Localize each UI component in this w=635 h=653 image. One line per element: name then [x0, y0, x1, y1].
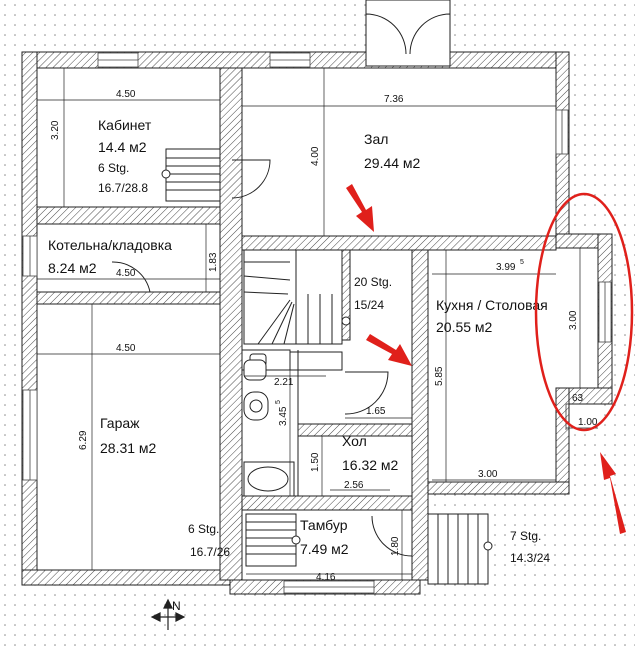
- room-area-kuhnya: 20.55 м2: [436, 319, 493, 335]
- annotation-ellipse: [534, 192, 634, 432]
- dim-garazh-height: 6.29: [78, 430, 89, 450]
- dim-kuhnya-top-sup: 5: [520, 259, 524, 266]
- dim-bay-depth: 63: [572, 393, 584, 404]
- room-name-tambur: Тамбур: [300, 517, 348, 533]
- dim-kabinet-height: 3.20: [50, 120, 61, 140]
- dim-kuhnya-height: 5.85: [434, 366, 445, 386]
- stair-ratio-kabinet: 16.7/28.8: [98, 181, 148, 195]
- dim-kuhnya-bottom: 3.00: [478, 469, 498, 480]
- dim-wc-height-sup: 5: [275, 400, 282, 404]
- dim-bay-width: 1.00: [578, 417, 598, 428]
- dimension-lines: [37, 68, 598, 580]
- dim-zal-width: 7.36: [384, 94, 404, 105]
- stair-ratio-entry: 14.3/24: [510, 551, 550, 565]
- stairs-garage: [245, 513, 301, 567]
- bathroom-fixtures: [241, 349, 343, 497]
- room-area-hol: 16.32 м2: [342, 457, 399, 473]
- room-name-zal: Зал: [364, 131, 388, 147]
- dim-tambur-width: 4.16: [316, 572, 336, 583]
- annotation-arrow-1: [346, 184, 374, 232]
- stair-count-hall: 20 Stg.: [354, 275, 392, 289]
- room-name-garazh: Гараж: [100, 415, 140, 431]
- room-name-kabinet: Кабинет: [98, 117, 152, 133]
- compass-rose: [150, 598, 186, 630]
- stairs-kabinet: [161, 148, 221, 202]
- dim-tambur-height: 1.80: [390, 536, 401, 556]
- stair-count-garage: 6 Stg.: [188, 522, 219, 536]
- annotation-arrow-3: [600, 452, 626, 534]
- room-name-hol: Хол: [342, 433, 367, 449]
- walls: [21, 51, 613, 595]
- dim-kuhnya-top: 3.99: [496, 262, 516, 273]
- dim-zal-height: 4.00: [310, 146, 321, 166]
- windows: [22, 52, 612, 594]
- compass-north-label: N: [172, 599, 181, 613]
- stair-ratio-garage: 16.7/26: [190, 545, 230, 559]
- dim-garazh-width: 4.50: [116, 343, 136, 354]
- stair-count-entry: 7 Stg.: [510, 529, 541, 543]
- terrace-door: [365, 0, 451, 67]
- room-area-kabinet: 14.4 м2: [98, 139, 147, 155]
- dim-kabinet-width: 4.50: [116, 89, 136, 100]
- room-name-kuhnya: Кухня / Столовая: [436, 297, 548, 313]
- annotation-arrow-2: [366, 334, 412, 366]
- dim-hol-width: 1.65: [366, 406, 386, 417]
- stairs-hall: [243, 249, 351, 345]
- stairs-entry: [427, 513, 493, 585]
- dim-hol-bottom: 2.56: [344, 480, 364, 491]
- room-name-kotelnaya: Котельна/кладовка: [48, 237, 172, 253]
- room-area-zal: 29.44 м2: [364, 155, 421, 171]
- dim-wc-width: 2.21: [274, 377, 294, 388]
- room-area-kotelnaya: 8.24 м2: [48, 260, 97, 276]
- dim-kuhnya-side: 3.00: [568, 310, 579, 330]
- room-area-garazh: 28.31 м2: [100, 440, 157, 456]
- dim-wc-height: 3.45: [278, 406, 289, 426]
- room-area-tambur: 7.49 м2: [300, 541, 349, 557]
- dim-kotelnaya-width: 4.50: [116, 268, 136, 279]
- stair-ratio-hall: 15/24: [354, 298, 384, 312]
- room-floors: [37, 68, 598, 580]
- stair-count-kabinet: 6 Stg.: [98, 161, 129, 175]
- dim-kotelnaya-height: 1.83: [208, 252, 219, 272]
- dim-hol-small: 1.50: [310, 452, 321, 472]
